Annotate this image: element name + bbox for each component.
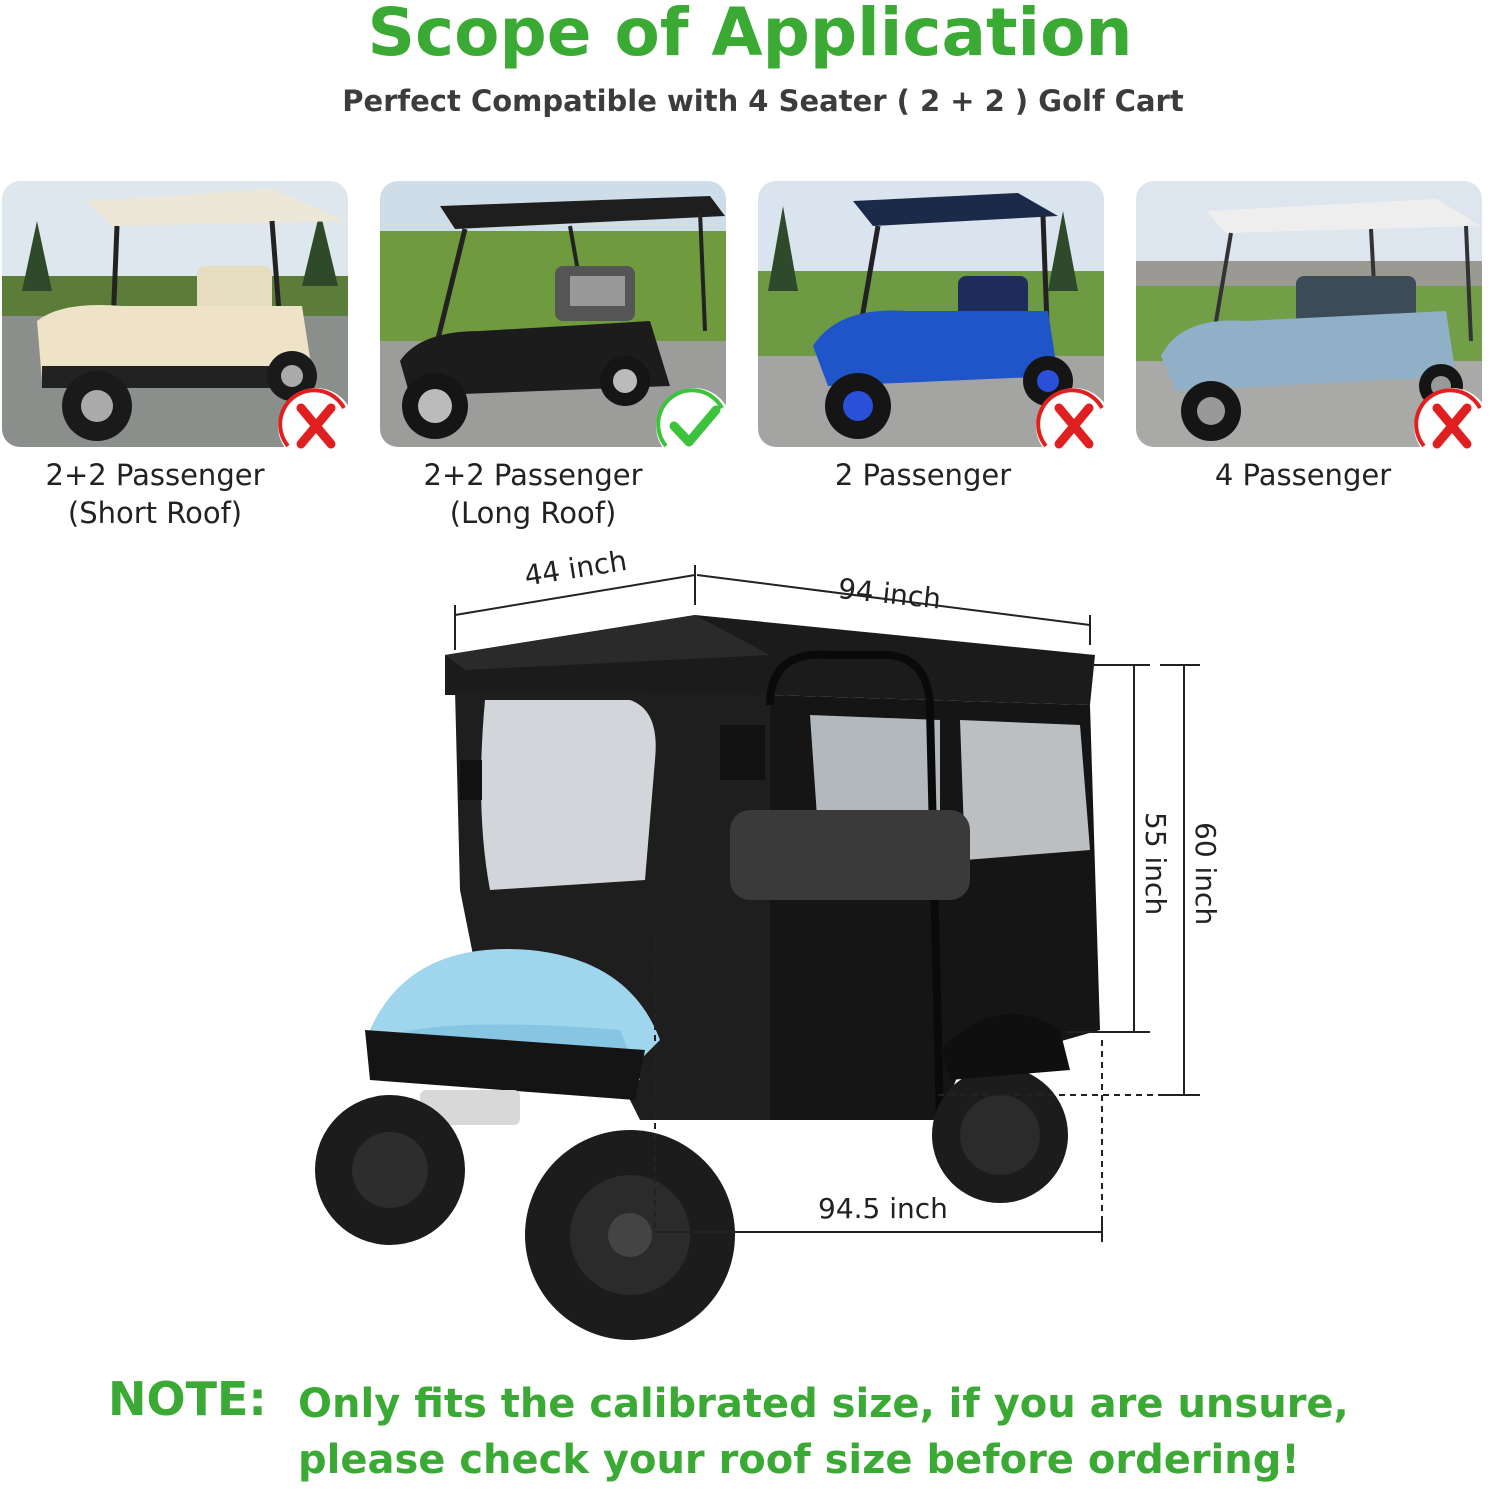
caption-line: 2 Passenger	[834, 458, 1012, 492]
caption-line: 4 Passenger	[1214, 458, 1392, 492]
incompatible-x-icon	[278, 388, 354, 464]
compatible-check-icon	[656, 388, 732, 464]
note-text: Only fits the calibrated size, if you ar…	[298, 1376, 1349, 1488]
page-title: Scope of Application	[367, 0, 1133, 71]
page-subtitle: Perfect Compatible with 4 Seater ( 2 + 2…	[342, 84, 1184, 118]
caption-line: 2+2 Passenger	[45, 458, 265, 492]
cart-photo-2-passenger	[758, 181, 1104, 447]
note-label: NOTE:	[108, 1372, 267, 1426]
note-line: Only fits the calibrated size, if you ar…	[298, 1381, 1349, 1427]
caption-line: (Long Roof)	[449, 496, 617, 530]
note-line: please check your roof size before order…	[298, 1437, 1300, 1483]
incompatible-x-icon	[1036, 388, 1112, 464]
cart-photo-short-roof	[2, 181, 348, 447]
caption-line: (Short Roof)	[67, 496, 243, 530]
caption-4-passenger: 4 Passenger	[1130, 456, 1476, 494]
dimension-inner-height: 55 inch	[1139, 812, 1172, 916]
dimension-total-height: 60 inch	[1189, 822, 1222, 926]
caption-2-passenger: 2 Passenger	[750, 456, 1096, 494]
caption-long-roof: 2+2 Passenger (Long Roof)	[360, 456, 706, 532]
caption-line: 2+2 Passenger	[423, 458, 643, 492]
caption-short-roof: 2+2 Passenger (Short Roof)	[0, 456, 328, 532]
golf-cart-cover-illustration	[315, 615, 1100, 1340]
dimension-length: 94.5 inch	[818, 1192, 948, 1225]
incompatible-x-icon	[1414, 388, 1490, 464]
